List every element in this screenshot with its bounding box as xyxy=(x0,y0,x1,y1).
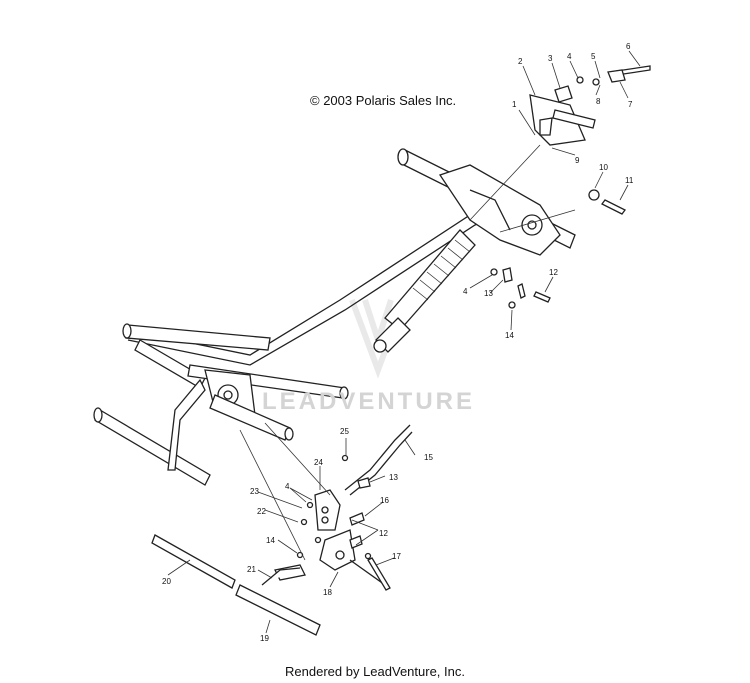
callout-numbers: 1 2 3 4 5 6 7 8 9 10 11 12 13 14 15 16 1… xyxy=(162,42,634,643)
left-arm-assembly xyxy=(122,323,349,416)
callout-17: 17 xyxy=(392,552,401,561)
callout-7: 7 xyxy=(628,100,633,109)
callout-18: 18 xyxy=(323,588,332,597)
upper-exploded-parts xyxy=(529,65,651,146)
callout-20: 20 xyxy=(162,577,171,586)
callout-8: 8 xyxy=(596,97,601,106)
callout-10: 10 xyxy=(599,163,608,172)
callout-25: 25 xyxy=(340,427,349,436)
rod-15 xyxy=(344,424,411,491)
callout-6: 6 xyxy=(626,42,631,51)
callout-14-lower: 14 xyxy=(266,536,275,545)
callout-14: 14 xyxy=(505,331,514,340)
callout-15: 15 xyxy=(424,453,433,462)
lower-exploded-assembly xyxy=(151,489,386,636)
callout-1: 1 xyxy=(512,100,517,109)
callout-9: 9 xyxy=(575,156,580,165)
callout-12-lower: 12 xyxy=(379,529,388,538)
callout-21: 21 xyxy=(247,565,256,574)
callout-13: 13 xyxy=(484,289,493,298)
callout-19: 19 xyxy=(260,634,269,643)
callout-4: 4 xyxy=(567,52,572,61)
shock-absorber xyxy=(373,229,476,353)
upper-mount-bracket xyxy=(438,164,561,256)
callout-5: 5 xyxy=(591,52,596,61)
watermark-text: LEADVENTURE xyxy=(262,388,476,415)
leader-lines xyxy=(167,50,641,634)
callout-2: 2 xyxy=(518,57,523,66)
callout-13-lower: 13 xyxy=(389,473,398,482)
callout-16: 16 xyxy=(380,496,389,505)
copyright-text: © 2003 Polaris Sales Inc. xyxy=(310,93,457,108)
callout-3: 3 xyxy=(548,54,553,63)
footer-credit: Rendered by LeadVenture, Inc. xyxy=(285,664,465,679)
callout-23: 23 xyxy=(250,487,259,496)
callout-4-upper: 4 xyxy=(463,287,468,296)
callout-12: 12 xyxy=(549,268,558,277)
callout-24: 24 xyxy=(314,458,323,467)
callout-11: 11 xyxy=(625,176,634,185)
left-cross-shaft xyxy=(93,378,211,486)
callout-22: 22 xyxy=(257,507,266,516)
hardware-bits xyxy=(296,189,626,591)
callout-4-lower: 4 xyxy=(285,482,290,491)
